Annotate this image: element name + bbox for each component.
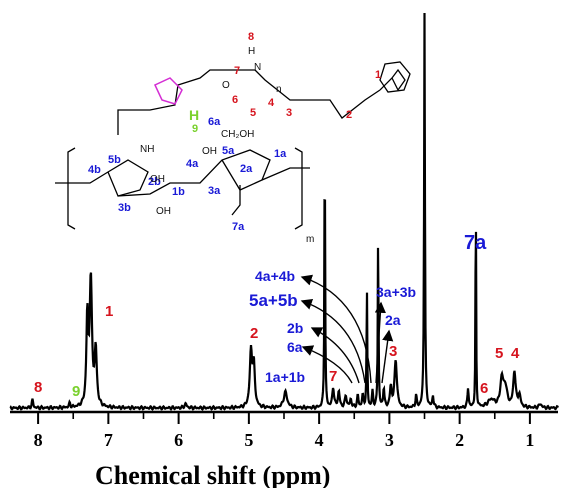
arrow-2a <box>381 329 394 384</box>
triazole-ring <box>154 77 183 105</box>
bracket-right <box>294 147 303 230</box>
struct-label-7: 7 <box>234 65 240 77</box>
peak-label-2: 2 <box>250 325 258 342</box>
peak-label-9: 9 <box>72 383 80 400</box>
x-tick-label: 5 <box>244 430 253 450</box>
struct-label-5: 5 <box>250 107 256 119</box>
struct-label-1a: 1a <box>274 148 287 160</box>
struct-atom-n-repeat: n <box>276 84 282 95</box>
struct-label-5b: 5b <box>108 154 121 166</box>
spectrum-group <box>9 12 560 411</box>
bracket-left <box>67 147 76 230</box>
triazole-shape <box>154 77 183 105</box>
struct-label-4: 4 <box>268 97 275 109</box>
arrow-5a-5b <box>300 298 366 384</box>
struct-atom-nh: NH <box>140 144 154 155</box>
struct-label-5a: 5a <box>222 145 235 157</box>
x-tick-label: 8 <box>34 430 43 450</box>
struct-label-1: 1 <box>375 69 381 81</box>
ring-a <box>117 149 271 197</box>
side-chain <box>254 69 381 119</box>
struct-atom-h: H <box>248 46 255 57</box>
peak-label-5: 5 <box>495 345 503 362</box>
peak-label-1a-1b: 1a+1b <box>265 369 305 385</box>
struct-atom-ch2oh: CH₂OH <box>221 129 254 140</box>
struct-label-6: 6 <box>232 94 238 106</box>
struct-label-3b: 3b <box>118 202 131 214</box>
peak-label-8: 8 <box>34 379 42 396</box>
peak-label-6: 6 <box>480 380 488 397</box>
chemical-structure <box>55 61 411 230</box>
ring-b <box>55 159 149 197</box>
struct-label-3a: 3a <box>208 185 221 197</box>
arrow-2b <box>310 327 360 384</box>
struct-label-7a: 7a <box>232 221 245 233</box>
ring-a-exit <box>261 167 310 181</box>
struct-label-6a: 6a <box>208 116 221 128</box>
struct-label-8: 8 <box>248 31 254 43</box>
phenyl-ring <box>379 61 411 93</box>
struct-atom-h-triazole: H <box>189 107 199 123</box>
arrow-6a <box>301 345 353 384</box>
arrow-3a-3b <box>374 301 386 384</box>
peak-label-6a: 6a <box>287 339 303 355</box>
struct-label-4b: 4b <box>88 164 101 176</box>
struct-atom-m-repeat: m <box>306 234 314 245</box>
struct-label-2: 2 <box>346 109 352 121</box>
peak-label-7: 7 <box>329 368 337 385</box>
x-tick-label: 4 <box>315 430 324 450</box>
x-tick-label: 2 <box>455 430 464 450</box>
struct-atom-oh-2: OH <box>156 206 171 217</box>
acetamide <box>231 185 241 216</box>
peak-label-2a: 2a <box>385 312 401 328</box>
annotation-arrows <box>300 274 394 384</box>
x-tick-label: 6 <box>174 430 183 450</box>
peak-label-3: 3 <box>389 343 397 360</box>
peak-label-2b: 2b <box>287 320 303 336</box>
arrow-4a-4b <box>300 274 372 384</box>
struct-atom-o: O <box>222 80 230 91</box>
struct-label-4a: 4a <box>186 158 199 170</box>
struct-atom-oh-1: OH <box>150 174 165 185</box>
peak-label-4: 4 <box>511 345 520 362</box>
struct-label-2b: 2b <box>148 176 161 188</box>
structure-labels: 8 7 1 6 5 4 3 2 6a 5b 4b 5a 4a 2a 1a 3a … <box>88 31 381 245</box>
struct-atom-n: N <box>254 62 261 73</box>
peak-label-4a-4b: 4a+4b <box>255 268 295 284</box>
spectrum-trace <box>9 12 560 411</box>
struct-label-2a: 2a <box>240 163 253 175</box>
x-tick-label: 7 <box>104 430 113 450</box>
peak-label-7a: 7a <box>464 232 487 254</box>
x-tick-label: 3 <box>385 430 394 450</box>
x-tick-label: 1 <box>525 430 534 450</box>
peak-label-5a-5b: 5a+5b <box>249 291 298 310</box>
peak-labels: 1 8 9 2 1a+1b 7 6a 2b 5a+5b 4a+4b 3a+3b … <box>34 232 520 400</box>
x-axis-title: Chemical shift (ppm) <box>95 461 330 488</box>
peak-label-3a-3b: 3a+3b <box>376 284 416 300</box>
x-axis-ticks: 8 7 6 5 4 3 2 1 <box>34 412 534 450</box>
struct-label-3: 3 <box>286 107 292 119</box>
benzyl-ring <box>379 68 406 92</box>
struct-label-1b: 1b <box>172 186 185 198</box>
struct-label-9: 9 <box>192 123 198 135</box>
peak-label-1: 1 <box>105 303 113 320</box>
struct-atom-oh-3: OH <box>202 146 217 157</box>
